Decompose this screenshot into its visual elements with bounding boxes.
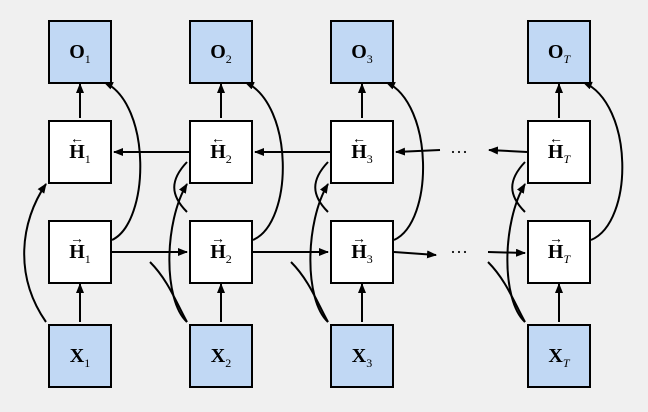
- input-node-t: XT: [527, 324, 591, 388]
- edge-stub-fwd-2: [149, 261, 188, 323]
- backward-arrow-mark: ←: [352, 132, 366, 147]
- edge-stub-bwd-t: [511, 161, 526, 213]
- edge-stub-fwd-t: [487, 261, 526, 323]
- backward-hidden-node-2: ←H2: [189, 120, 253, 184]
- forward-hidden-node-1: →H1: [48, 220, 112, 284]
- forward-hidden-node-3: →H3: [330, 220, 394, 284]
- edge-dots-hft: [487, 248, 526, 257]
- edge-x2-hb2: [168, 183, 188, 323]
- forward-ellipsis: ···: [450, 242, 468, 262]
- output-node-1: O1: [48, 20, 112, 84]
- edge-hf1-o1: [103, 81, 142, 241]
- backward-hidden-node-1: ←H1: [48, 120, 112, 184]
- edge-hf3-o3: [385, 81, 425, 241]
- edge-xt-hbt: [506, 183, 526, 323]
- forward-arrow-mark: →: [549, 232, 563, 247]
- backward-hidden-node-t: ←HT: [527, 120, 591, 184]
- edge-hf3-dots: [393, 250, 437, 259]
- input-node-2: X2: [189, 324, 253, 388]
- backward-hidden-node-3: ←H3: [330, 120, 394, 184]
- forward-hidden-node-t: →HT: [527, 220, 591, 284]
- backward-arrow-mark: ←: [549, 132, 563, 147]
- backward-arrow-mark: ←: [70, 132, 84, 147]
- forward-arrow-mark: →: [70, 232, 84, 247]
- edge-hft-ot: [582, 81, 624, 241]
- input-node-3: X3: [330, 324, 394, 388]
- input-node-1: X1: [48, 324, 112, 388]
- output-node-2: O2: [189, 20, 253, 84]
- forward-hidden-node-2: →H2: [189, 220, 253, 284]
- edge-stub-fwd-3: [290, 261, 329, 323]
- output-node-t: OT: [527, 20, 591, 84]
- edge-stub-bwd-3: [314, 161, 329, 213]
- edge-hbt-dots: [488, 146, 528, 155]
- forward-arrow-mark: →: [211, 232, 225, 247]
- output-node-3: O3: [330, 20, 394, 84]
- backward-arrow-mark: ←: [211, 132, 225, 147]
- edge-dots-hb3: [395, 147, 441, 156]
- edge-hf2-o2: [244, 81, 284, 241]
- edge-stub-bwd-2: [173, 161, 188, 213]
- forward-arrow-mark: →: [352, 232, 366, 247]
- edge-x3-hb3: [309, 183, 329, 323]
- backward-ellipsis: ···: [450, 142, 468, 162]
- edge-x1-hb1: [23, 183, 47, 323]
